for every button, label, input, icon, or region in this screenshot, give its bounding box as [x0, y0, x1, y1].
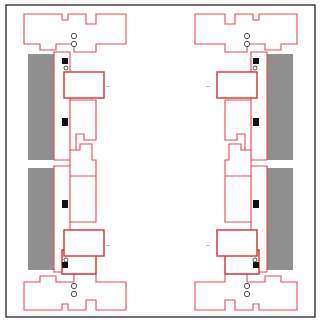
left-inner-room-c: [69, 175, 97, 223]
circle-symbol-icon: [63, 65, 69, 71]
right-inner-room-a: [224, 99, 252, 151]
right-shaded-wall-upper: [267, 54, 293, 160]
right-top-unit: [194, 13, 298, 53]
right-core-upper-outline: [216, 71, 258, 99]
right-symbol-2: [253, 118, 259, 126]
left-symbol-3: [62, 200, 68, 208]
circle-symbol-icon: [244, 41, 250, 47]
right-inner-room-c: [224, 175, 252, 223]
drawing-border: [5, 4, 316, 318]
circle-symbol-icon: [71, 291, 77, 297]
left-core-lower-outline: [63, 229, 105, 257]
right-core-lower-tag: —: [206, 243, 210, 248]
circle-symbol-icon: [244, 291, 250, 297]
left-top-unit: [23, 13, 127, 53]
left-shaded-wall-upper: [28, 54, 54, 160]
left-symbol-1: [62, 58, 68, 64]
circle-symbol-icon: [244, 283, 250, 289]
circle-symbol-icon: [252, 65, 258, 71]
right-core-upper-tag: —: [206, 84, 210, 89]
circle-symbol-icon: [244, 33, 250, 39]
right-symbol-3: [253, 200, 259, 208]
circle-symbol-icon: [71, 41, 77, 47]
left-core-upper-tag: —: [106, 84, 110, 89]
right-core-lower-outline: [216, 229, 258, 257]
left-shaded-wall-lower: [28, 168, 54, 270]
right-wing: [194, 13, 298, 311]
left-core-lower-tag: —: [106, 243, 110, 248]
left-symbol-4: [62, 262, 68, 268]
left-inner-room-a: [69, 99, 97, 151]
circle-symbol-icon: [252, 257, 258, 263]
left-core-upper-outline: [63, 71, 105, 99]
right-shaded-wall-lower: [267, 168, 293, 270]
left-wing: — —: [23, 13, 127, 311]
left-symbol-2: [62, 118, 68, 126]
circle-symbol-icon: [71, 283, 77, 289]
right-symbol-4: [253, 262, 259, 268]
circle-symbol-icon: [71, 33, 77, 39]
right-symbol-1: [253, 58, 259, 64]
circle-symbol-icon: [63, 257, 69, 263]
